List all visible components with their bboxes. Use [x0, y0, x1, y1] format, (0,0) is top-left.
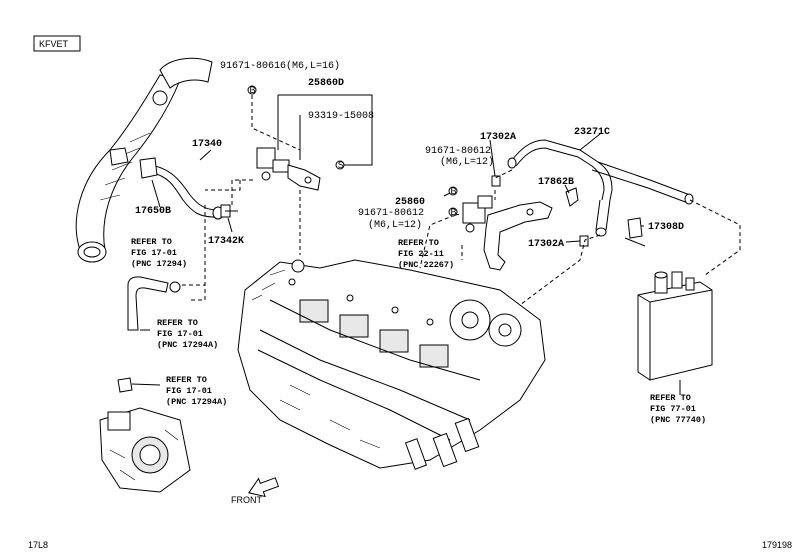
label-91671-80612-a-spec: (M6,L=12) — [440, 156, 494, 168]
charcoal-canister — [637, 271, 713, 381]
label-91671-80612-b-spec: (M6,L=12) — [368, 219, 422, 231]
label-25860: 25860 — [395, 197, 425, 208]
ref1-line2: FIG 17-01 — [131, 248, 177, 258]
vapor-pipe-23271C — [507, 139, 694, 237]
label-25860D: 25860D — [308, 78, 344, 89]
vsv-25860D — [256, 147, 321, 191]
clamp-17342K — [220, 204, 238, 218]
label-17862B: 17862B — [538, 177, 574, 188]
clip-17308D — [624, 217, 646, 247]
ref5-line3: (PNC 77740) — [650, 415, 706, 425]
engine-block — [237, 259, 546, 470]
label-17342K: 17342K — [208, 236, 244, 247]
b-marker: B — [250, 85, 256, 95]
label-23271C: 23271C — [574, 127, 610, 138]
air-intake-hose — [75, 57, 213, 263]
ref1-line1: REFER TO — [131, 237, 172, 247]
label-17650B: 17650B — [135, 206, 171, 217]
front-label: FRONT — [231, 495, 262, 505]
ref3-line2: FIG 17-01 — [166, 386, 212, 396]
b-marker-3: B — [451, 207, 457, 217]
engine-code: KFVET — [39, 39, 69, 49]
ref4-line2: FIG 22-11 — [398, 249, 444, 259]
label-17302A-bottom: 17302A — [528, 239, 564, 250]
bracket — [483, 201, 553, 271]
vsv-25860 — [462, 195, 493, 233]
ref3-line3: (PNC 17294A) — [166, 397, 227, 407]
ref1-line3: (PNC 17294) — [131, 259, 187, 269]
ref5-line2: FIG 77-01 — [650, 404, 696, 414]
ref3-line1: REFER TO — [166, 375, 207, 385]
throttle-body — [99, 407, 191, 493]
footer-left-code: 17L8 — [28, 540, 48, 550]
b-marker-2: B — [451, 186, 457, 196]
label-17340: 17340 — [192, 139, 222, 150]
front-arrow: FRONT — [231, 477, 280, 505]
label-17302A-top: 17302A — [480, 132, 516, 143]
pcv-hose — [127, 276, 181, 331]
ref4-line1: REFER TO — [398, 238, 439, 248]
ref5-line1: REFER TO — [650, 393, 691, 403]
ref2-line3: (PNC 17294A) — [157, 340, 218, 350]
label-17308D: 17308D — [648, 222, 684, 233]
s-marker: S — [338, 160, 344, 170]
ref2-line1: REFER TO — [157, 318, 198, 328]
label-91671-80616: 91671-80616(M6,L=16) — [220, 60, 340, 72]
clip-17302A-top — [491, 175, 501, 187]
ref2-line2: FIG 17-01 — [157, 329, 203, 339]
engine-code-box — [33, 35, 81, 52]
clip-17302A-bottom — [579, 235, 589, 247]
footer-right-code: 179198 — [762, 540, 792, 550]
ref4-line3: (PNC 22267) — [398, 260, 454, 270]
label-91671-80612-a: 91671-80612 — [425, 146, 491, 157]
label-93319-15008: 93319-15008 — [308, 111, 374, 122]
label-91671-80612-b: 91671-80612 — [358, 208, 424, 219]
